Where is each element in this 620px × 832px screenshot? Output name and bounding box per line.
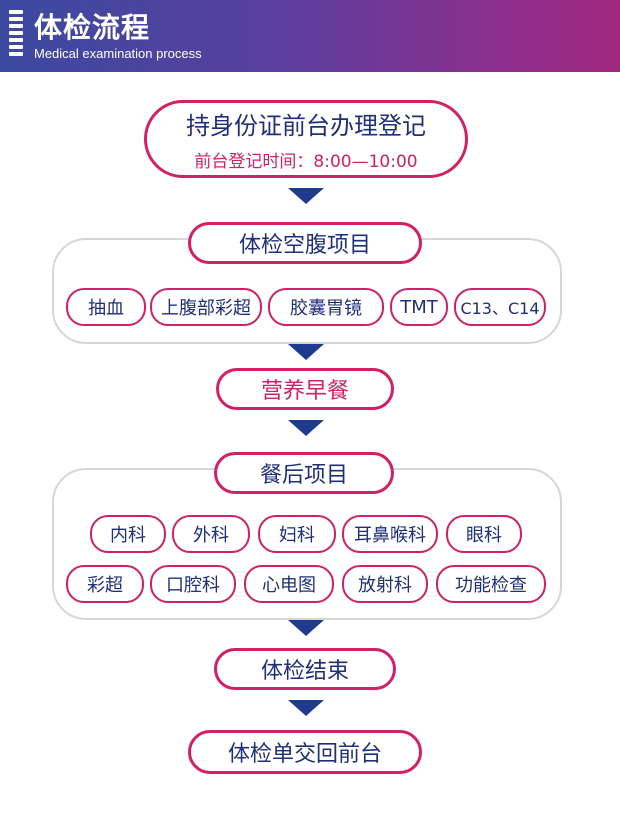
step-register-time: 前台登记时间：8:00—10:00 xyxy=(194,152,418,172)
flow-arrow-icon xyxy=(288,188,324,204)
flow-arrow-icon xyxy=(288,344,324,360)
after-meal-item: 外科 xyxy=(172,515,250,553)
flow-arrow-icon xyxy=(288,420,324,436)
page-subtitle: Medical examination process xyxy=(34,46,202,61)
header-bars-icon xyxy=(9,10,23,66)
step-breakfast-label: 营养早餐 xyxy=(260,379,349,404)
step-register: 持身份证前台办理登记 前台登记时间：8:00—10:00 xyxy=(144,100,468,178)
after-meal-item: 内科 xyxy=(90,515,166,553)
after-meal-item: 眼科 xyxy=(446,515,522,553)
step-return: 体检单交回前台 xyxy=(188,730,422,774)
step-fasting-label: 体检空腹项目 xyxy=(238,233,371,258)
flow-arrow-icon xyxy=(288,620,324,636)
after-meal-item: 心电图 xyxy=(244,565,334,603)
after-meal-item: 耳鼻喉科 xyxy=(342,515,438,553)
fasting-item: 上腹部彩超 xyxy=(150,288,262,326)
step-return-label: 体检单交回前台 xyxy=(227,742,382,767)
step-register-label: 持身份证前台办理登记 xyxy=(186,112,426,140)
after-meal-item: 妇科 xyxy=(258,515,336,553)
flow-arrow-icon xyxy=(288,700,324,716)
after-meal-item: 口腔科 xyxy=(150,565,236,603)
step-finish-label: 体检结束 xyxy=(260,659,349,684)
step-breakfast: 营养早餐 xyxy=(216,368,394,410)
after-meal-item: 放射科 xyxy=(342,565,428,603)
step-fasting: 体检空腹项目 xyxy=(188,222,422,264)
fasting-item: C13、C14 xyxy=(454,288,546,326)
after-meal-item: 彩超 xyxy=(66,565,144,603)
after-meal-item: 功能检查 xyxy=(436,565,546,603)
fasting-item: TMT xyxy=(390,288,448,326)
header-banner: 体检流程 Medical examination process xyxy=(0,0,620,72)
fasting-item: 胶囊胃镜 xyxy=(268,288,384,326)
step-finish: 体检结束 xyxy=(214,648,396,690)
fasting-item: 抽血 xyxy=(66,288,146,326)
page-title: 体检流程 xyxy=(34,11,151,44)
step-after-meal: 餐后项目 xyxy=(214,452,394,494)
step-after-meal-label: 餐后项目 xyxy=(259,463,348,488)
